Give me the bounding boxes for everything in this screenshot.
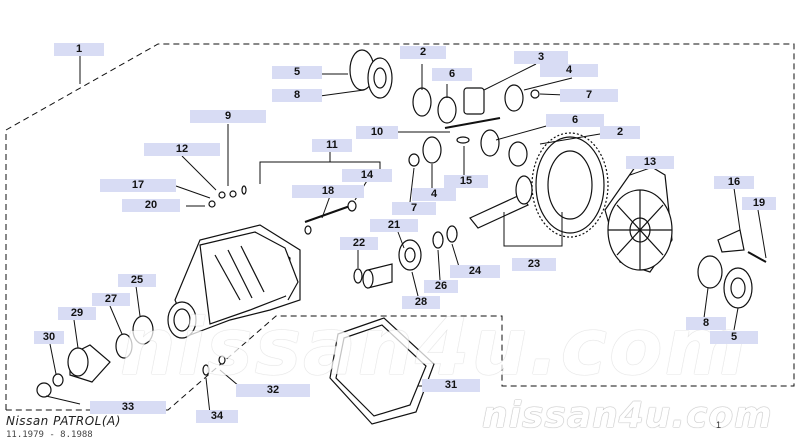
callout-4[interactable]: 4: [540, 64, 598, 77]
callout-2[interactable]: 2: [400, 46, 446, 59]
callout-11[interactable]: 11: [312, 139, 352, 152]
callout-6b[interactable]: 6: [546, 114, 604, 127]
callout-9[interactable]: 9: [190, 110, 266, 123]
differential-carrier: [167, 224, 301, 339]
side-bearing-top: [349, 49, 393, 99]
callout-17[interactable]: 17: [100, 179, 176, 192]
callout-19[interactable]: 19: [742, 197, 776, 210]
callout-15[interactable]: 15: [444, 175, 488, 188]
callout-1[interactable]: 1: [54, 43, 104, 56]
callout-8b[interactable]: 8: [686, 317, 726, 330]
callout-2b[interactable]: 2: [600, 126, 640, 139]
callout-28[interactable]: 28: [402, 296, 440, 309]
callout-6[interactable]: 6: [432, 68, 472, 81]
drive-pinion: [469, 175, 533, 229]
gasket: [329, 317, 435, 425]
callout-18[interactable]: 18: [292, 185, 364, 198]
callout-14[interactable]: 14: [342, 169, 392, 182]
callout-29[interactable]: 29: [58, 307, 96, 320]
callout-3[interactable]: 3: [514, 51, 568, 64]
callout-5[interactable]: 5: [272, 66, 322, 79]
callout-31[interactable]: 31: [422, 379, 480, 392]
callout-7[interactable]: 7: [560, 89, 618, 102]
page-mark: 1: [716, 420, 722, 430]
callout-10[interactable]: 10: [356, 126, 398, 139]
callout-7b[interactable]: 7: [392, 202, 436, 215]
callout-21[interactable]: 21: [370, 219, 418, 232]
callout-24[interactable]: 24: [450, 265, 500, 278]
callout-20[interactable]: 20: [122, 199, 180, 212]
callout-13[interactable]: 13: [626, 156, 674, 169]
callout-23[interactable]: 23: [512, 258, 556, 271]
callout-27[interactable]: 27: [92, 293, 130, 306]
callout-34[interactable]: 34: [196, 410, 238, 423]
callout-25[interactable]: 25: [118, 274, 156, 287]
ring-gear: [531, 132, 609, 238]
callout-4b[interactable]: 4: [412, 188, 456, 201]
callout-5b[interactable]: 5: [710, 331, 758, 344]
side-bearing-bottom: [697, 255, 753, 309]
callout-32[interactable]: 32: [236, 384, 310, 397]
callout-30[interactable]: 30: [34, 331, 64, 344]
callout-33[interactable]: 33: [90, 401, 166, 414]
callout-8[interactable]: 8: [272, 89, 322, 102]
callout-26[interactable]: 26: [424, 280, 458, 293]
model-title: Nissan PATROL(A): [6, 414, 121, 428]
watermark-large: nissan4u.com: [120, 303, 748, 393]
callout-16[interactable]: 16: [714, 176, 754, 189]
watermark-small: nissan4u.com: [482, 395, 773, 436]
model-dates: 11.1979 - 8.1988: [6, 430, 93, 440]
callout-12[interactable]: 12: [144, 143, 220, 156]
callout-22[interactable]: 22: [340, 237, 378, 250]
gears: [408, 84, 540, 167]
differential-case: [604, 159, 673, 273]
